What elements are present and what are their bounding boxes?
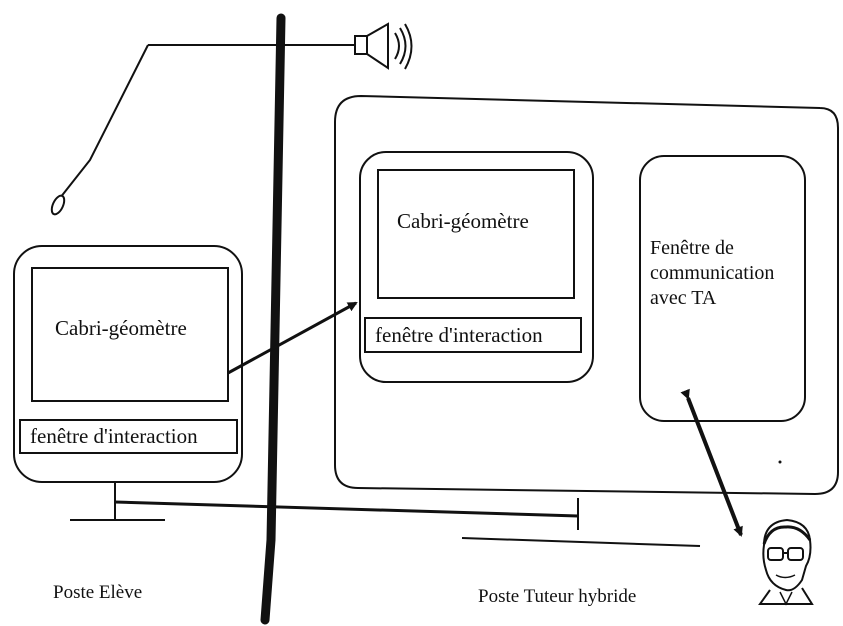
student-cabri-label: Cabri-géomètre <box>55 316 187 340</box>
tutor-cabri-label: Cabri-géomètre <box>397 209 529 233</box>
communication-arrow <box>680 388 743 537</box>
tutor-station-label: Poste Tuteur hybride <box>478 586 637 607</box>
network-cable <box>114 498 579 530</box>
station-separator <box>260 13 286 625</box>
human-tutor-icon <box>758 518 814 606</box>
communication-line-1: Fenêtre de <box>650 237 734 259</box>
tutor-interaction-label: fenêtre d'interaction <box>375 323 543 347</box>
tutor-cabri-window <box>377 169 575 299</box>
transfer-arrow <box>227 301 358 375</box>
communication-window-label: Fenêtre de communication avec TA <box>650 236 810 311</box>
microphone-icon <box>50 44 149 216</box>
speaker-icon <box>354 22 413 70</box>
student-cabri-window <box>31 267 229 402</box>
communication-line-2: communication <box>650 262 775 284</box>
student-monitor <box>13 245 243 521</box>
student-interaction-window <box>19 419 238 454</box>
tutor-desk-line <box>461 537 701 547</box>
communication-line-3: avec TA <box>650 287 717 309</box>
tutor-interaction-window <box>364 317 582 353</box>
student-station-label: Poste Elève <box>53 582 143 603</box>
student-interaction-label: fenêtre d'interaction <box>30 424 198 448</box>
tutor-monitor <box>359 151 594 383</box>
